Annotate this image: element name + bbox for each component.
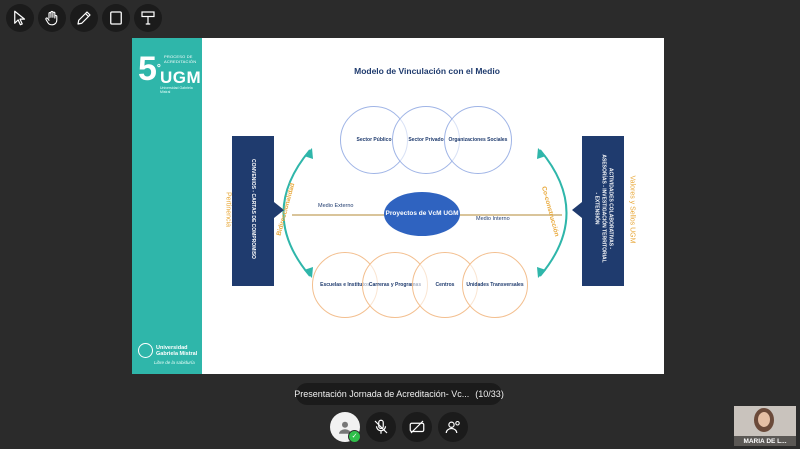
actividades-line-3: - EXTENSIÓN	[593, 192, 600, 225]
toggle-camera-button[interactable]	[402, 412, 432, 442]
actividades-text: ACTIVIDADES COLABORATIVAS - ASESORÍAS - …	[593, 134, 614, 284]
ugm-logo-text: UGM	[160, 68, 202, 87]
circle-organizaciones-sociales: Organizaciones Sociales	[444, 106, 512, 174]
participants-button[interactable]	[438, 412, 468, 442]
pertinencia-label: Pertinencia	[224, 191, 232, 228]
participant-name: MARIA DE L...	[734, 436, 796, 446]
presentation-caption[interactable]: Presentación Jornada de Acreditación- Vc…	[294, 383, 504, 405]
valores-sellos-label: Valores y Sellos UGM	[628, 175, 636, 244]
university-motto: Libre de la sabiduría	[154, 360, 195, 365]
medio-interno-label: Medio Interno	[476, 216, 510, 222]
university-seal-icon	[138, 343, 153, 358]
mic-off-icon	[374, 419, 388, 434]
participant-face	[758, 412, 770, 427]
annotation-toolbar	[6, 4, 162, 32]
video-off-icon	[409, 420, 425, 434]
circle-sector-publico: Sector Público	[340, 106, 408, 174]
rectangle-icon	[110, 11, 122, 25]
mute-microphone-button[interactable]	[366, 412, 396, 442]
circle-unidades-transversales: Unidades Transversales	[462, 252, 528, 318]
convenios-text: CONVENIOS - CARTAS DE COMPROMISO	[250, 159, 256, 259]
university-name: Universidad Gabriela Mistral	[156, 344, 198, 357]
rectangle-tool-button[interactable]	[102, 4, 130, 32]
self-avatar-button[interactable]: ✓	[330, 412, 361, 443]
ugm-logo-tagline: Universidad Gabriela Mistral	[160, 86, 193, 94]
presentation-title: Presentación Jornada de Acreditación- Vc…	[294, 389, 470, 399]
text-tool-icon	[141, 11, 155, 25]
participant-settings-icon	[445, 420, 460, 434]
text-tool-button[interactable]	[134, 4, 162, 32]
circle-centros: Centros	[412, 252, 478, 318]
accreditation-logo-subtitle: PROCESO DE ACREDITACIÓN	[164, 54, 197, 64]
select-tool-button[interactable]	[6, 4, 34, 32]
convenios-box: CONVENIOS - CARTAS DE COMPROMISO	[232, 136, 274, 286]
pan-tool-button[interactable]	[38, 4, 66, 32]
call-controls: ✓	[330, 412, 468, 443]
actividades-box: ACTIVIDADES COLABORATIVAS - ASESORÍAS - …	[582, 136, 624, 286]
online-status-icon: ✓	[348, 430, 361, 443]
slide-title: Modelo de Vinculación con el Medio	[354, 66, 500, 76]
pen-icon	[77, 11, 91, 25]
diagram-arcs	[274, 148, 582, 278]
actividades-line-2: ASESORÍAS - INVESTIGACIÓN TERRITORIAL	[600, 154, 607, 263]
participant-video-tile[interactable]: MARIA DE L...	[734, 406, 796, 446]
hand-pan-icon	[45, 10, 58, 26]
page-counter: (10/33)	[475, 389, 504, 399]
accreditation-logo-number: 5°	[138, 50, 161, 88]
vcm-projects-node: Proyectos de VcM UGM	[384, 192, 460, 236]
shared-slide: 5° PROCESO DE ACREDITACIÓN UGM Universid…	[132, 38, 664, 374]
university-logo: Universidad Gabriela Mistral	[138, 343, 200, 358]
actividades-line-1: ACTIVIDADES COLABORATIVAS -	[607, 167, 614, 250]
select-arrow-icon	[14, 10, 26, 26]
medio-externo-label: Medio Externo	[318, 203, 354, 209]
pen-tool-button[interactable]	[70, 4, 98, 32]
slide-side-bar: 5° PROCESO DE ACREDITACIÓN UGM Universid…	[132, 38, 202, 374]
